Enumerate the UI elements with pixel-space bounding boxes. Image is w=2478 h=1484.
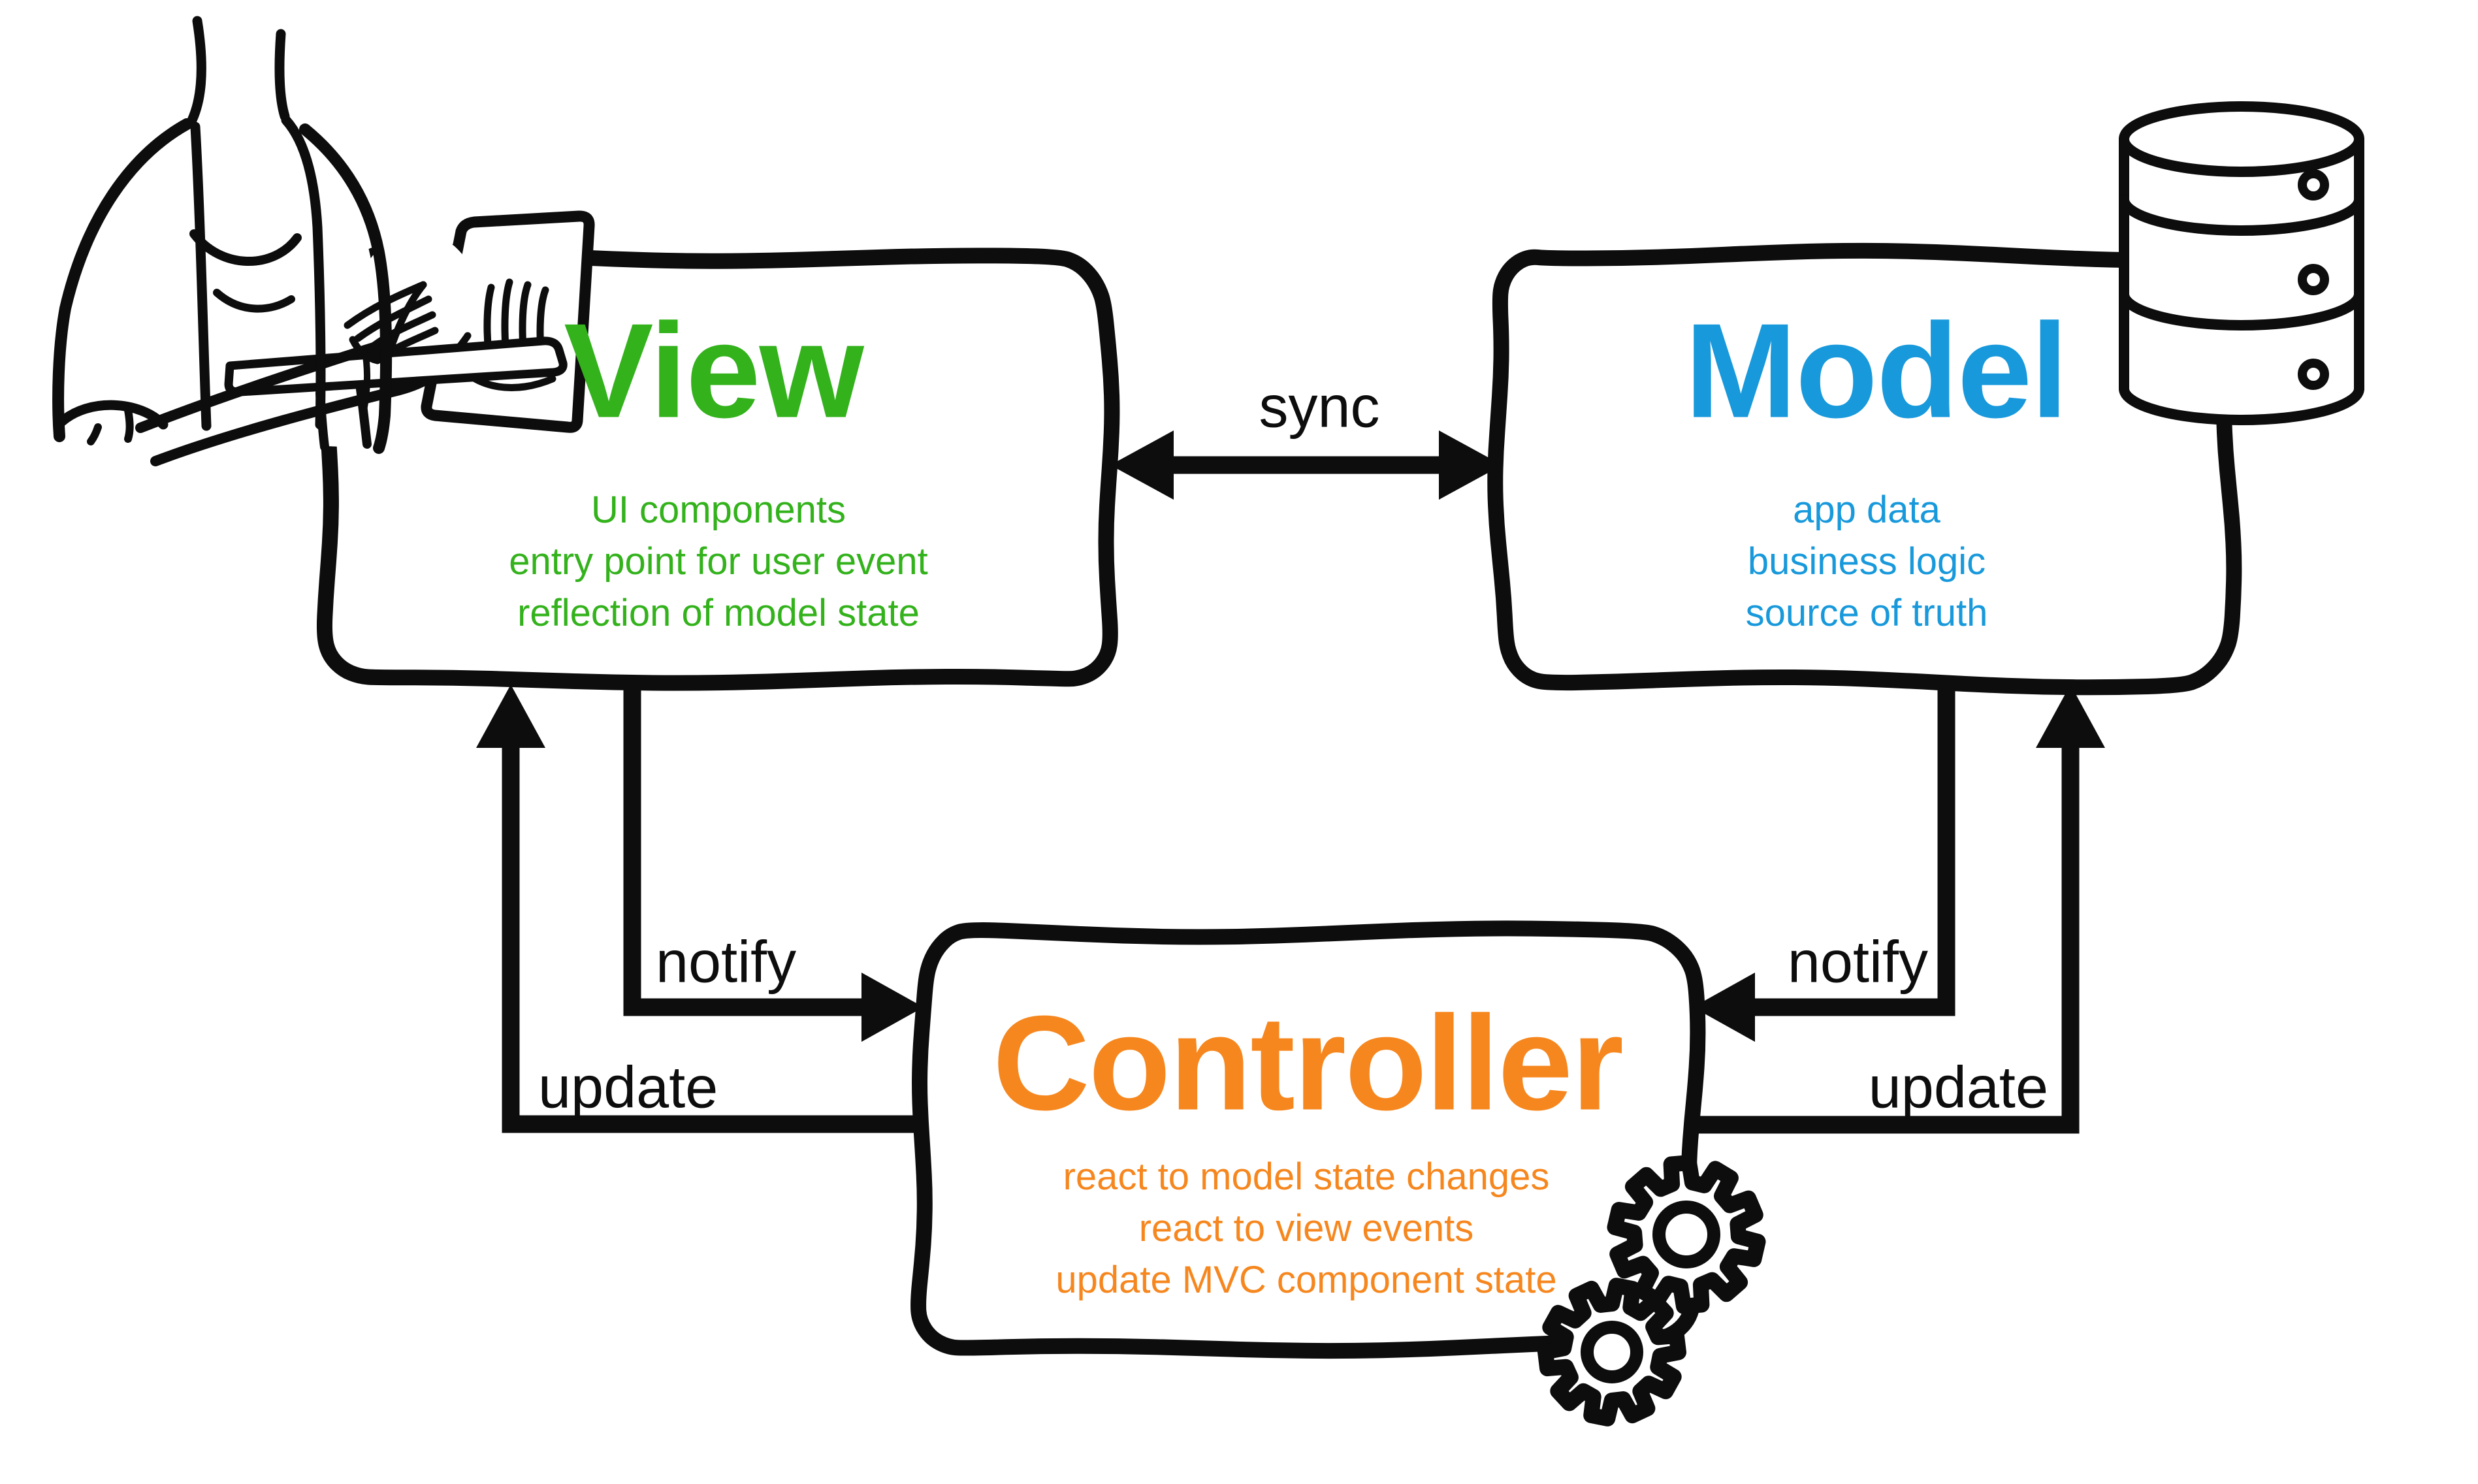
- controller-node-description: react to model state changes react to vi…: [1055, 1151, 1556, 1306]
- model-node-title: Model: [1684, 295, 2068, 446]
- notify-right-label: notify: [1787, 929, 1928, 995]
- gears-icon: [1537, 1155, 1766, 1427]
- model-node-box: [1487, 242, 2242, 696]
- notify-left-label: notify: [656, 929, 797, 995]
- model-line-1: app data: [1793, 489, 1940, 531]
- update-right-label: update: [1868, 1055, 2048, 1121]
- model-line-2: business logic: [1747, 540, 1986, 583]
- controller-node-title: Controller: [992, 988, 1624, 1138]
- view-line-1: UI components: [590, 489, 846, 531]
- update-controller-to-view-arrow: [476, 685, 922, 1133]
- sync-label: sync: [1259, 374, 1380, 440]
- controller-line-2: react to view events: [1138, 1207, 1474, 1250]
- database-icon: [2119, 101, 2364, 425]
- view-node-description: UI components entry point for user event…: [509, 484, 928, 639]
- view-line-3: reflection of model state: [517, 592, 920, 634]
- update-left-label: update: [538, 1055, 718, 1121]
- person-with-laptop-icon: [52, 16, 595, 466]
- view-line-2: entry point for user event: [509, 540, 928, 583]
- model-line-3: source of truth: [1745, 592, 1988, 634]
- notify-model-to-controller-arrow: [1693, 683, 1955, 1042]
- view-node-title: View: [564, 295, 864, 446]
- notify-view-to-controller-arrow: [623, 683, 924, 1042]
- controller-line-1: react to model state changes: [1063, 1155, 1550, 1198]
- update-controller-to-model-arrow: [1690, 685, 2105, 1134]
- controller-line-3: update MVC component state: [1055, 1259, 1557, 1301]
- model-node-description: app data business logic source of truth: [1746, 484, 1988, 639]
- sync-arrow: [1110, 430, 1502, 500]
